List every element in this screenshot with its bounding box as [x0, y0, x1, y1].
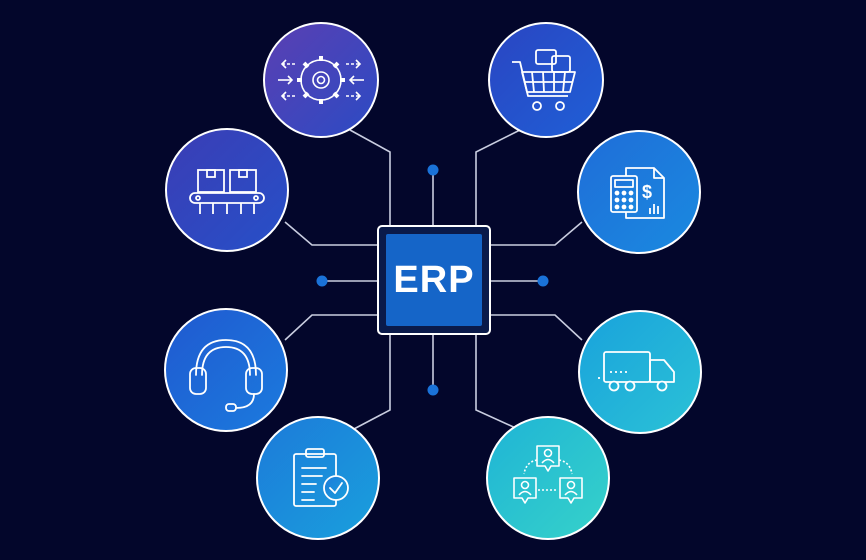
connector-human-resources: [475, 334, 521, 431]
dot-top: [427, 164, 439, 176]
connector-accounting: [490, 221, 583, 246]
node-human-resources: [486, 416, 610, 540]
headset-icon: [189, 339, 263, 412]
node-customer-service: [164, 308, 288, 432]
connector-lines: [284, 129, 583, 431]
node-inventory: [165, 128, 289, 252]
people-network-icon: [513, 445, 583, 504]
node-purchasing: [488, 22, 604, 138]
connector-production: [349, 129, 391, 226]
dot-right: [537, 275, 549, 287]
connector-quality-control: [351, 334, 391, 431]
delivery-truck-icon: [598, 351, 675, 392]
node-logistics: [578, 310, 702, 434]
connector-dots: [316, 164, 549, 396]
connector-inventory: [284, 221, 378, 246]
dot-bottom: [427, 384, 439, 396]
erp-chip: [377, 225, 491, 335]
connector-logistics: [490, 314, 583, 341]
connector-customer-service: [284, 314, 378, 341]
gear-with-arrows-icon: [278, 56, 364, 104]
dot-left: [316, 275, 328, 287]
conveyor-boxes-icon: [189, 169, 265, 214]
calculator-invoice-icon: $: [610, 167, 665, 219]
node-quality-control: [256, 416, 380, 540]
svg-text:$: $: [642, 182, 652, 202]
node-production: [263, 22, 379, 138]
clipboard-check-icon: [293, 448, 349, 507]
shopping-cart-icon: [512, 49, 576, 111]
connector-purchasing: [475, 129, 521, 226]
node-accounting: $: [577, 130, 701, 254]
